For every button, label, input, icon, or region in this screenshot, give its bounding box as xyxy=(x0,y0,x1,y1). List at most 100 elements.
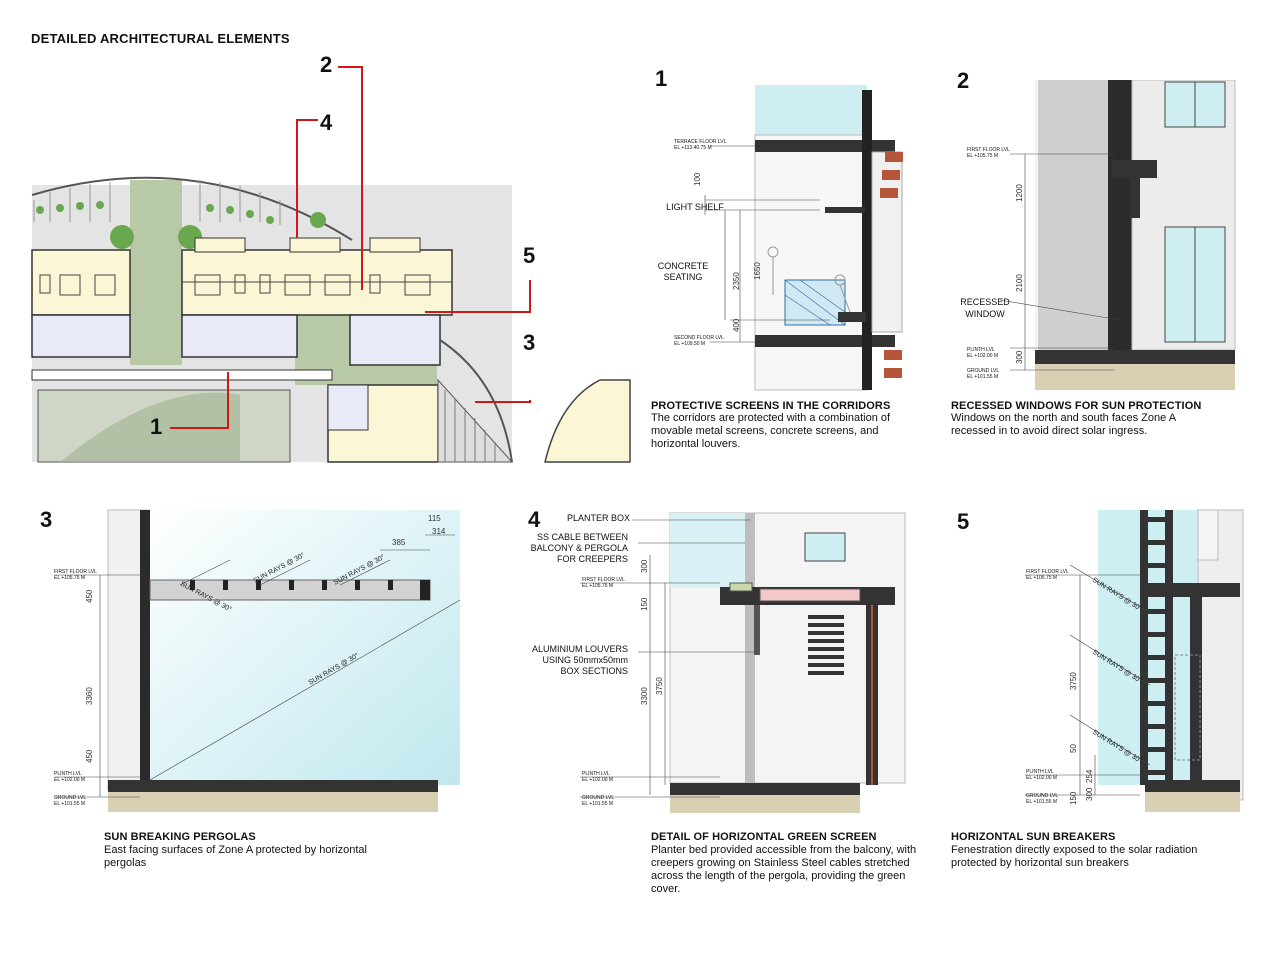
d5-mullion-left xyxy=(1140,510,1148,785)
d4-plinth xyxy=(670,783,860,795)
d2-plinth xyxy=(1035,350,1235,364)
d4-label-cable-line-3: FOR CREEPERS xyxy=(556,554,628,564)
d4-label-louvers-line-3: BOX SECTIONS xyxy=(560,666,628,676)
detail-1-section: TERRACE FLOOR LVL EL +113.40.75 M SECOND… xyxy=(674,85,903,391)
d5-window xyxy=(1174,654,1201,761)
d4-dim-300: 300 xyxy=(640,559,649,573)
d5-sun-breakers xyxy=(1140,517,1173,775)
d1-terrace-slab xyxy=(755,140,895,152)
d2-lintel xyxy=(1112,160,1157,178)
d3-sky xyxy=(150,510,460,785)
d3-first-el: EL +105.75 M xyxy=(54,575,85,581)
d4-ground-label: GROUND LVL xyxy=(582,795,614,801)
detail-2-body: Windows on the north and south faces Zon… xyxy=(951,412,1176,437)
d5-ground-label: GROUND LVL xyxy=(1026,793,1058,799)
d1-brick-screen xyxy=(880,152,903,378)
d5-wall-top xyxy=(1197,509,1219,561)
d1-second-label: SECOND FLOOR LVL xyxy=(674,335,724,341)
d2-recess xyxy=(1130,178,1140,218)
detail-5-body: Fenestration directly exposed to the sol… xyxy=(951,844,1198,869)
d4-first-label: FIRST FLOOR LVL xyxy=(582,577,625,583)
d4-label-cable-line-2: BALCONY & PERGOLA xyxy=(530,543,628,553)
d1-wall xyxy=(862,90,872,390)
d5-dim-3750: 3750 xyxy=(1069,672,1078,690)
plan-wet-center xyxy=(181,314,298,358)
d3-ground-el: EL +101.55 M xyxy=(54,801,85,807)
plan-balcony-2 xyxy=(289,237,341,253)
d1-label-seating: CONCRETE SEATING xyxy=(657,261,709,282)
d2-dim-2100: 2100 xyxy=(1015,274,1024,292)
d4-pergola-post xyxy=(745,513,755,785)
d4-louvers xyxy=(808,615,844,675)
detail-2-section: FIRST FLOOR LVL EL +105.75 M PLINTH LVL … xyxy=(967,80,1236,390)
detail-3-body: East facing surfaces of Zone A protected… xyxy=(104,844,367,869)
detail-2-number: 2 xyxy=(957,68,970,93)
d2-dim-1200: 1200 xyxy=(1015,184,1024,202)
d1-sky xyxy=(755,85,867,135)
d1-terrace-label: TERRACE FLOOR LVL xyxy=(674,139,727,145)
d1-dim-1650: 1650 xyxy=(753,262,762,280)
plan-callout-3: 3 xyxy=(523,330,536,355)
d3-ray-lines xyxy=(55,534,461,798)
d4-plinth-label: PLINTH LVL xyxy=(582,771,610,777)
detail-3-section: SUN RAYS @ 30° SUN RAYS @ 30° SUN RAYS @… xyxy=(54,509,461,812)
detail-3-title: SUN BREAKING PERGOLAS xyxy=(104,831,256,843)
detail-4-section: FIRST FLOOR LVL EL +105.75 M PLINTH LVL … xyxy=(580,512,906,813)
d1-label-light-shelf: LIGHT SHELF xyxy=(666,202,724,212)
plan-court-path xyxy=(60,392,240,462)
d5-mullion-right xyxy=(1165,510,1173,785)
d2-ground-el: EL +101.55 M xyxy=(967,374,998,380)
d4-label-cable-line-1: SS CABLE BETWEEN xyxy=(536,532,628,542)
d4-planter-box xyxy=(729,582,753,592)
d5-dim-300: 300 xyxy=(1085,787,1094,801)
detail-3-number: 3 xyxy=(40,507,53,532)
d1-terrace-el: EL +113.40.75 M xyxy=(674,145,712,151)
d2-plinth-label: PLINTH LVL xyxy=(967,347,995,353)
d3-dim-3360: 3360 xyxy=(85,687,94,705)
plan-pergola-slats xyxy=(444,390,496,462)
plan-wet-lower xyxy=(327,384,369,431)
d4-first-el: EL +105.75 M xyxy=(582,583,613,589)
d5-dim-150: 150 xyxy=(1069,791,1078,805)
d1-second-el: EL +109.50 M xyxy=(674,341,705,347)
detail-2-title: RECESSED WINDOWS FOR SUN PROTECTION xyxy=(951,400,1202,412)
d1-dim-100: 100 xyxy=(693,172,702,186)
d5-first-label: FIRST FLOOR LVL xyxy=(1026,569,1069,575)
d4-window xyxy=(804,532,846,562)
d2-wall xyxy=(1108,80,1132,350)
plan-callout-4: 4 xyxy=(320,110,333,135)
d3-plinth-label: PLINTH LVL xyxy=(54,771,82,777)
d5-dim-254: 254 xyxy=(1085,769,1094,783)
plan-callout-5: 5 xyxy=(523,243,536,268)
d1-outer xyxy=(871,151,903,333)
d4-ground-el: EL +101.55 M xyxy=(582,801,613,807)
plan-courtyard-green xyxy=(130,180,182,365)
d4-plinth-el: EL +102.00 M xyxy=(582,777,613,783)
d3-pergola-end xyxy=(420,580,430,600)
d5-dimension-lines xyxy=(1025,564,1151,796)
d3-pergola-fins xyxy=(190,580,393,590)
d1-dim-2350: 2350 xyxy=(732,272,741,290)
d3-column xyxy=(140,510,150,790)
d3-ground xyxy=(108,792,438,812)
d4-dim-3750: 3750 xyxy=(655,677,664,695)
d1-figures xyxy=(767,246,851,313)
d3-dim-450-bottom: 450 xyxy=(85,749,94,763)
detail-5-section: SUN RAYS @ 30° SUN RAYS @ 30° SUN RAYS @… xyxy=(1025,509,1244,812)
d3-first-label: FIRST FLOOR LVL xyxy=(54,569,97,575)
d4-label-louvers-line-1: ALUMINIUM LOUVERS xyxy=(531,644,628,654)
d5-plinth xyxy=(1145,780,1240,792)
plan-callout-lines xyxy=(170,66,531,429)
d4-label-planter: PLANTER BOX xyxy=(566,513,630,523)
d2-ground-label: GROUND LVL xyxy=(967,368,999,374)
d2-ground xyxy=(1035,364,1235,390)
d1-corridor xyxy=(754,134,868,391)
plan-callout-2: 2 xyxy=(320,52,333,77)
detail-4-title: DETAIL OF HORIZONTAL GREEN SCREEN xyxy=(651,831,877,843)
d2-first-label: FIRST FLOOR LVL xyxy=(967,147,1010,153)
d1-seating xyxy=(838,312,866,322)
d4-ground xyxy=(670,795,860,813)
plan-callout-1: 1 xyxy=(150,414,163,439)
d4-cable-post xyxy=(754,605,760,655)
plan-wet-left xyxy=(31,314,131,358)
